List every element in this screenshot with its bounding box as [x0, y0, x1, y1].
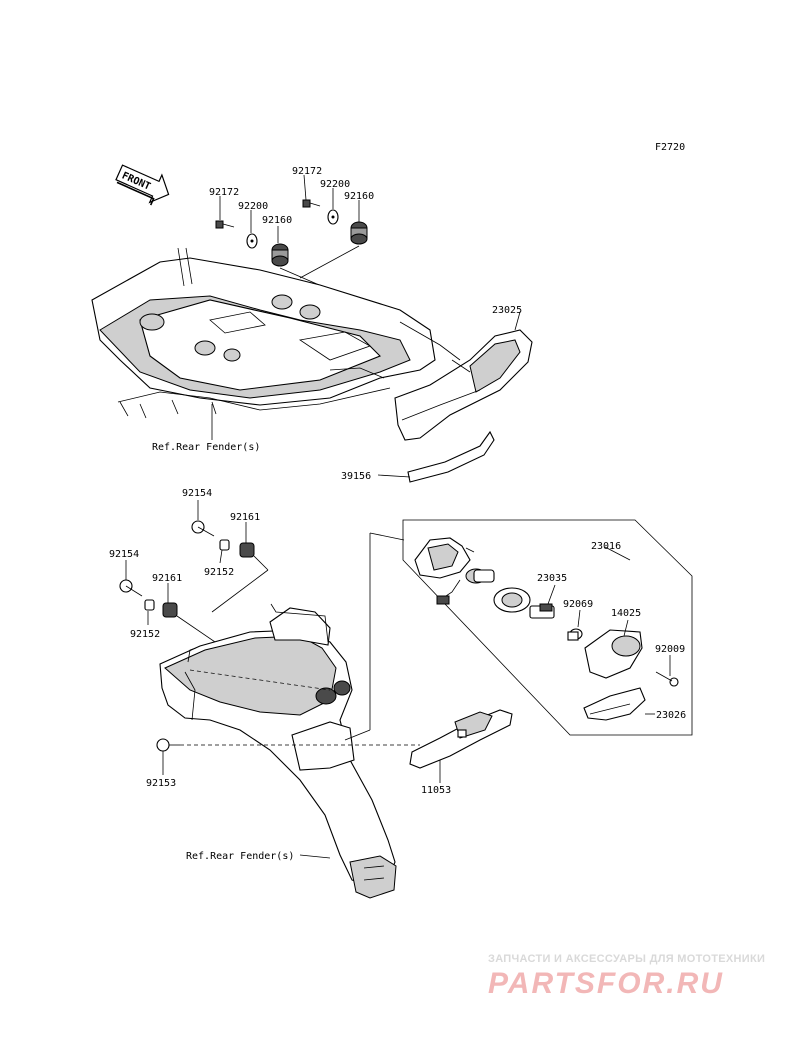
part-label-92152-b: 92152 — [130, 629, 160, 640]
part-label-92160-b: 92160 — [344, 191, 374, 202]
part-label-92152-a: 92152 — [204, 567, 234, 578]
rear-frame-upper — [91, 247, 461, 419]
part-label-23025: 23025 — [492, 305, 522, 316]
strip-39156 — [407, 430, 495, 483]
ref-label-lower: Ref.Rear Fender(s) — [186, 851, 294, 862]
part-label-39156: 39156 — [341, 471, 371, 482]
part-label-23016: 23016 — [591, 541, 621, 552]
rear-fender-lower — [159, 603, 397, 899]
part-label-92160-a: 92160 — [262, 215, 292, 226]
front-arrow-icon: FRONT — [115, 164, 170, 206]
watermark-site: PARTSFOR.RU — [488, 967, 724, 1000]
part-label-92069: 92069 — [563, 599, 593, 610]
part-label-92200-a: 92200 — [238, 201, 268, 212]
part-label-23035: 23035 — [537, 573, 567, 584]
plate-bracket-11053 — [409, 709, 513, 769]
fastener-group-lower — [119, 520, 269, 752]
part-label-92200-b: 92200 — [320, 179, 350, 190]
part-label-92161-b: 92161 — [152, 573, 182, 584]
watermark-tagline: ЗАПЧАСТИ И АКСЕССУАРЫ ДЛЯ МОТОТЕХНИКИ — [488, 953, 765, 965]
part-label-11053: 11053 — [421, 785, 451, 796]
part-label-92153: 92153 — [146, 778, 176, 789]
part-label-92154-a: 92154 — [182, 488, 212, 499]
part-label-92154-b: 92154 — [109, 549, 139, 560]
part-label-92172-a: 92172 — [209, 187, 239, 198]
fastener-group-upper — [215, 199, 401, 321]
ref-label-upper: Ref.Rear Fender(s) — [152, 442, 260, 453]
part-label-92009: 92009 — [655, 644, 685, 655]
part-label-14025: 14025 — [611, 608, 641, 619]
tail-cover-23025 — [394, 329, 533, 441]
part-label-23026: 23026 — [656, 710, 686, 721]
taillight-assembly-23016 — [344, 519, 693, 741]
diagram-code: F2720 — [655, 142, 685, 153]
part-label-92161-a: 92161 — [230, 512, 260, 523]
part-label-92172-b: 92172 — [292, 166, 322, 177]
